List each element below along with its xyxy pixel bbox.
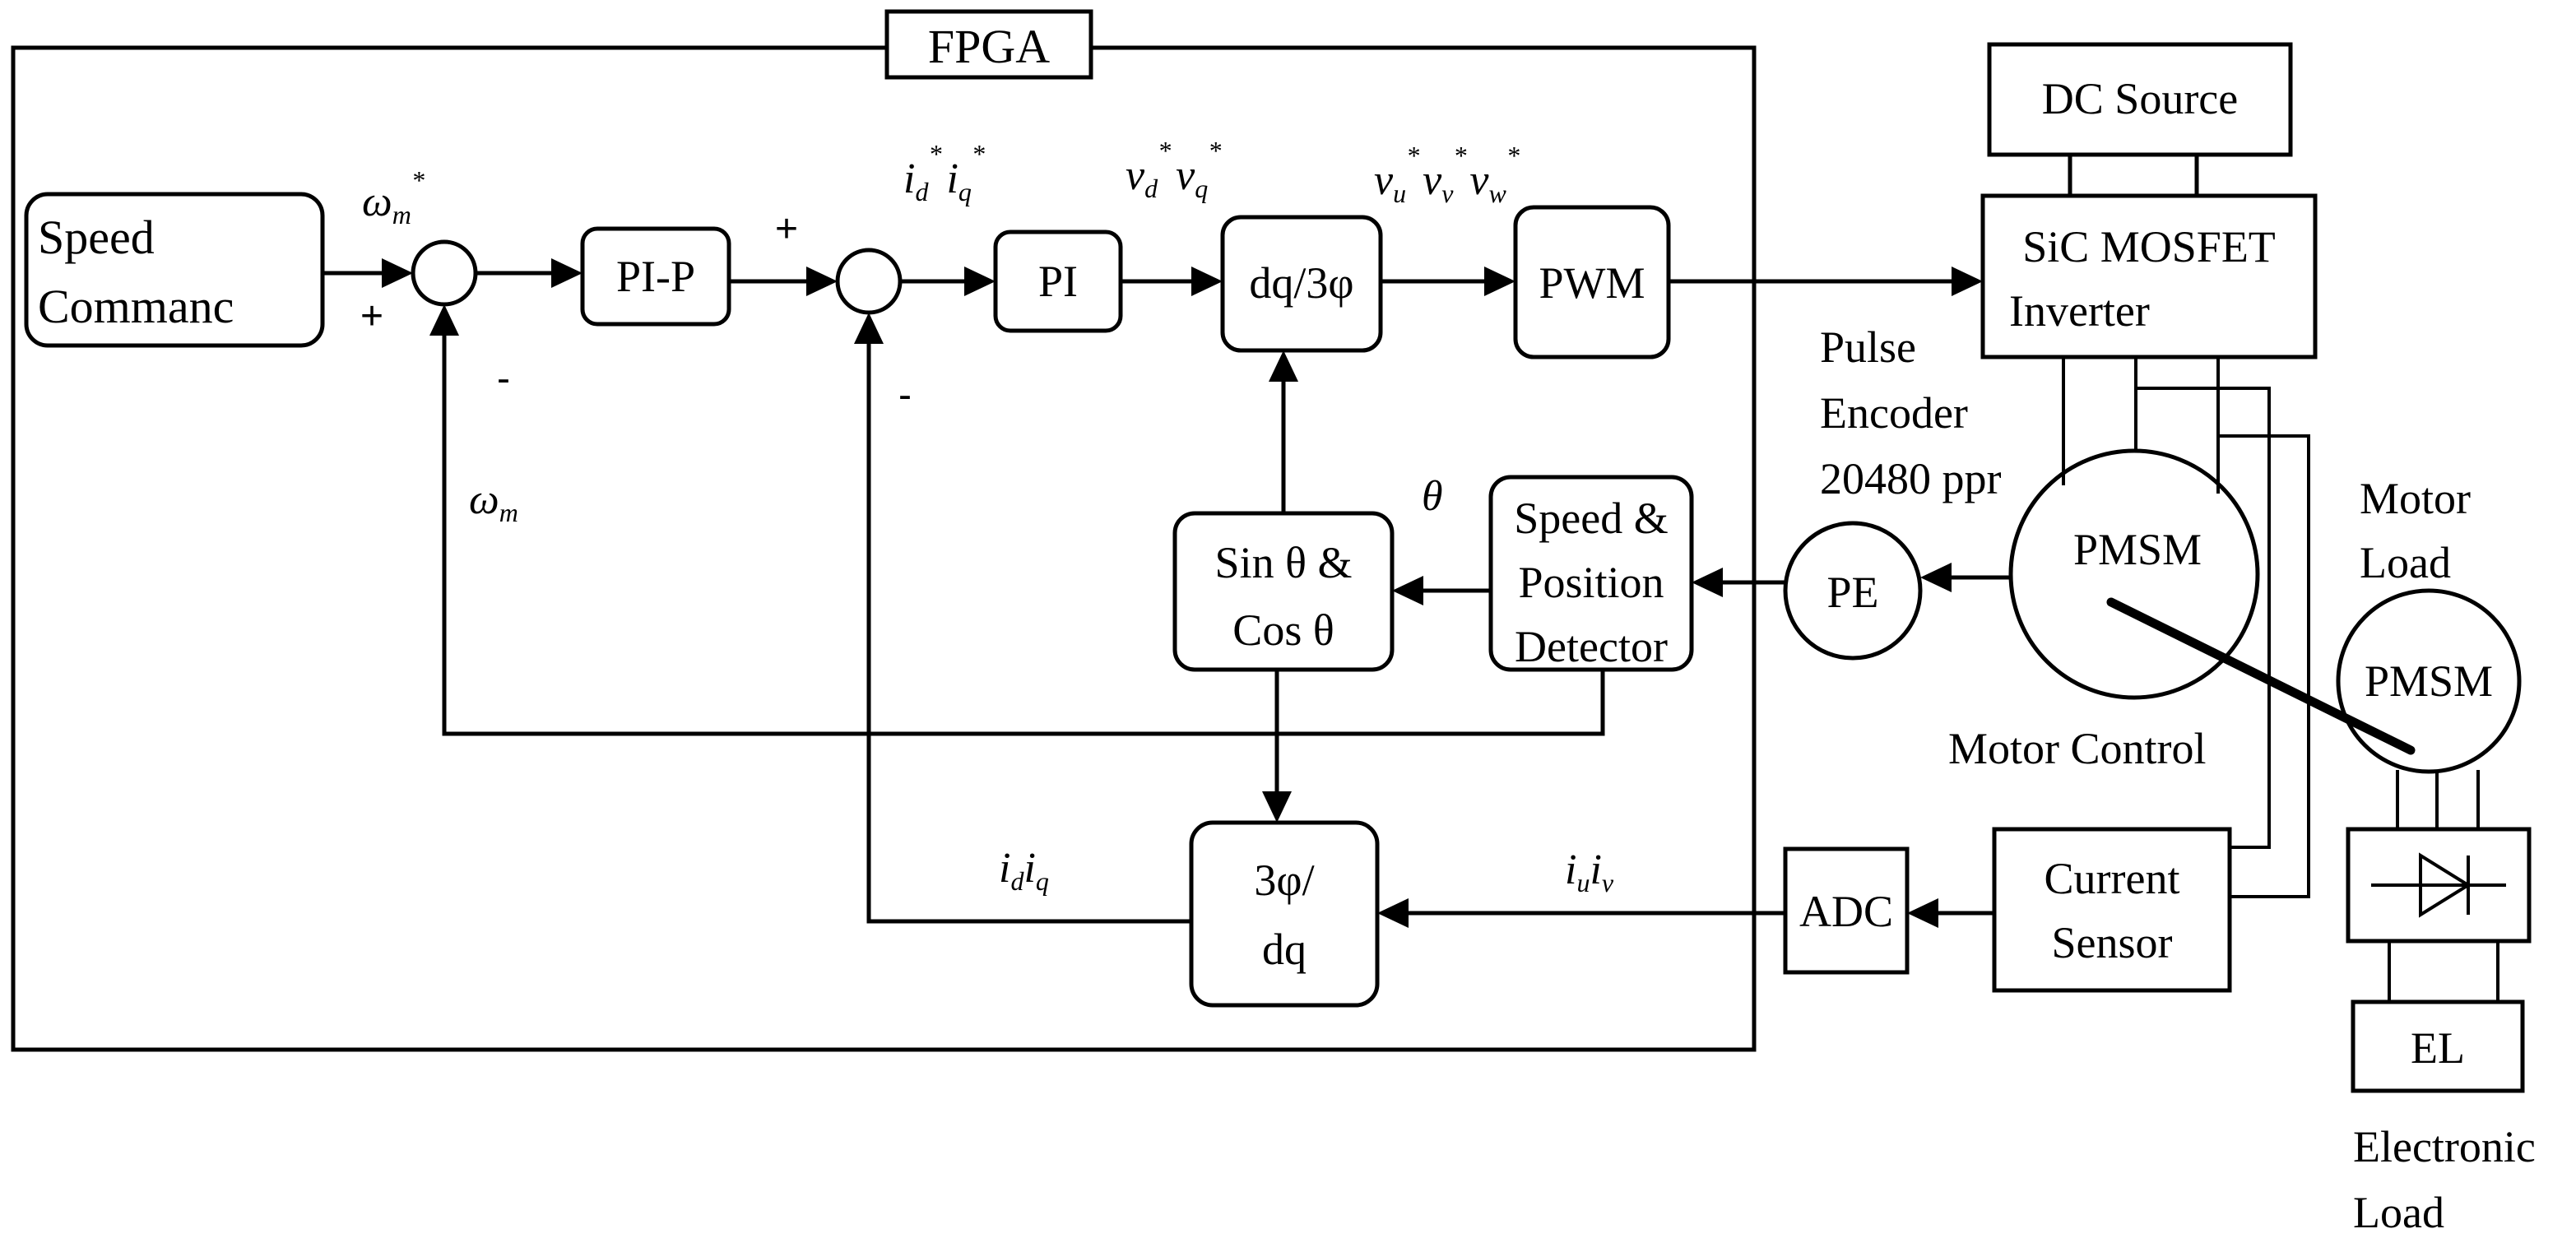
arrowhead — [551, 258, 583, 288]
electronic-load-label-1: Electronic — [2353, 1122, 2536, 1171]
motor-control-label: Motor Control — [1948, 724, 2207, 773]
inverter-label-2: Inverter — [2009, 286, 2150, 336]
speed-position-label-3: Detector — [1515, 622, 1668, 671]
speed-position-label-2: Position — [1518, 558, 1664, 607]
3phase-to-dq-block — [1189, 820, 1380, 1008]
pulse-encoder-label-3: 20480 ppr — [1820, 454, 2002, 503]
3phase-to-dq-label-2: dq — [1262, 925, 1307, 974]
arrowhead — [1262, 791, 1292, 823]
iuv-label: iuiv — [1565, 846, 1614, 897]
wire-current-feedback — [866, 339, 1191, 924]
pi-p-label: PI-P — [616, 252, 695, 301]
pmsm-control-label: PMSM — [2073, 525, 2202, 574]
pulse-encoder-circle — [1783, 521, 1923, 661]
pmsm-load-label: PMSM — [2365, 656, 2493, 706]
arrowhead — [1269, 350, 1298, 382]
el-label: EL — [2411, 1023, 2465, 1073]
pmsm-load-motor — [2336, 588, 2522, 774]
speed-summing-junction — [411, 239, 478, 307]
arrowhead — [806, 267, 838, 296]
motor-load-label-2: Load — [2360, 538, 2451, 587]
adc-label: ADC — [1799, 887, 1893, 936]
pulse-encoder-label-1: Pulse — [1820, 322, 1916, 372]
arrowhead — [964, 267, 996, 296]
diode-icon — [2419, 852, 2472, 918]
pi-label: PI — [1038, 257, 1078, 306]
idq-ref-label: id*iq* — [903, 139, 985, 206]
dq-to-3phase-block — [1220, 215, 1383, 353]
arrowhead — [1191, 267, 1223, 296]
adc-block — [1783, 846, 1910, 975]
vdq-ref-label: vd*vq* — [1126, 136, 1221, 203]
electronic-load-block — [2351, 999, 2525, 1093]
wire-sense-2 — [2218, 434, 2310, 898]
plus-sign-1: + — [360, 294, 383, 338]
motor-load-label-1: Motor — [2360, 474, 2471, 523]
current-summing-junction — [835, 248, 903, 315]
arrowhead — [382, 258, 413, 288]
arrowhead — [1952, 267, 1983, 296]
arrowhead — [1392, 576, 1423, 605]
speed-command-label-2: Commanc — [38, 280, 234, 333]
arrowhead — [1907, 898, 1938, 928]
arrowhead — [1377, 898, 1409, 928]
sin-cos-label-1: Sin θ & — [1215, 538, 1353, 587]
omega-fb-label: ωm — [469, 476, 518, 527]
speed-command-block — [24, 192, 325, 348]
speed-position-detector-block — [1488, 475, 1694, 672]
wire-sense-1 — [2136, 387, 2271, 849]
arrowhead — [1484, 267, 1515, 296]
plus-sign-2: + — [775, 207, 798, 251]
idq-fb-label: idiq — [999, 845, 1049, 896]
theta-label: θ — [1422, 473, 1443, 520]
minus-sign-1: - — [497, 357, 510, 401]
3phase-to-dq-label-1: 3φ/ — [1254, 856, 1314, 905]
inverter-label-1: SiC MOSFET — [2022, 222, 2276, 271]
arrowhead — [429, 304, 459, 336]
current-sensor-label-2: Sensor — [2052, 918, 2173, 967]
current-sensor-block — [1992, 827, 2232, 993]
speed-command-label-1: Speed — [38, 211, 155, 264]
sin-cos-label-2: Cos θ — [1232, 605, 1334, 655]
dc-source-label: DC Source — [2042, 74, 2238, 123]
motor-shaft — [2106, 597, 2416, 755]
omega-ref-label: ωm* — [362, 165, 425, 230]
pe-label: PE — [1826, 568, 1878, 617]
arrowhead — [854, 313, 884, 344]
fpga-title-box — [884, 9, 1093, 80]
wire-speed-feedback — [442, 331, 1605, 736]
fpga-boundary — [11, 45, 1757, 1052]
arrowhead — [1920, 563, 1952, 592]
dc-source-block — [1987, 42, 2293, 157]
sic-mosfet-inverter-block — [1980, 193, 2318, 359]
pwm-label: PWM — [1539, 258, 1645, 308]
pi-p-block — [580, 226, 731, 327]
arrowhead — [1692, 568, 1723, 597]
minus-sign-2: - — [898, 373, 912, 417]
pulse-encoder-label-2: Encoder — [1820, 388, 1968, 438]
current-sensor-label-1: Current — [2045, 854, 2180, 903]
speed-position-label-1: Speed & — [1514, 494, 1668, 543]
dq-to-3phase-label: dq/3φ — [1249, 258, 1353, 308]
electronic-load-label-2: Load — [2353, 1188, 2444, 1237]
fpga-title: FPGA — [928, 20, 1050, 73]
vuvw-ref-label: vu*vv*vw* — [1374, 141, 1520, 208]
